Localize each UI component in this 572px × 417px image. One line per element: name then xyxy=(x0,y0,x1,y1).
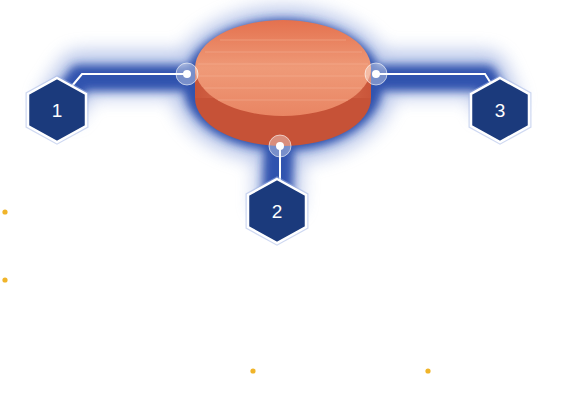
hexagon-shape xyxy=(471,78,529,142)
hexagon-shape xyxy=(28,78,86,142)
pointer-marker xyxy=(176,63,387,157)
callout-number: 1 xyxy=(52,101,63,120)
hexagon-halo xyxy=(28,78,86,142)
hexagon-halo xyxy=(248,179,306,243)
hexagon-shape xyxy=(248,179,306,243)
decor-dot xyxy=(2,209,430,373)
hexagon-halo xyxy=(471,78,529,142)
callout-number: 2 xyxy=(272,202,283,221)
tablet-disc xyxy=(195,20,371,146)
callout-number: 3 xyxy=(495,101,506,120)
callout-hexagon: 2 xyxy=(247,178,307,244)
callout-hexagon: 3 xyxy=(470,77,530,143)
leader-line xyxy=(72,74,492,180)
callout-hexagon: 1 xyxy=(27,77,87,143)
